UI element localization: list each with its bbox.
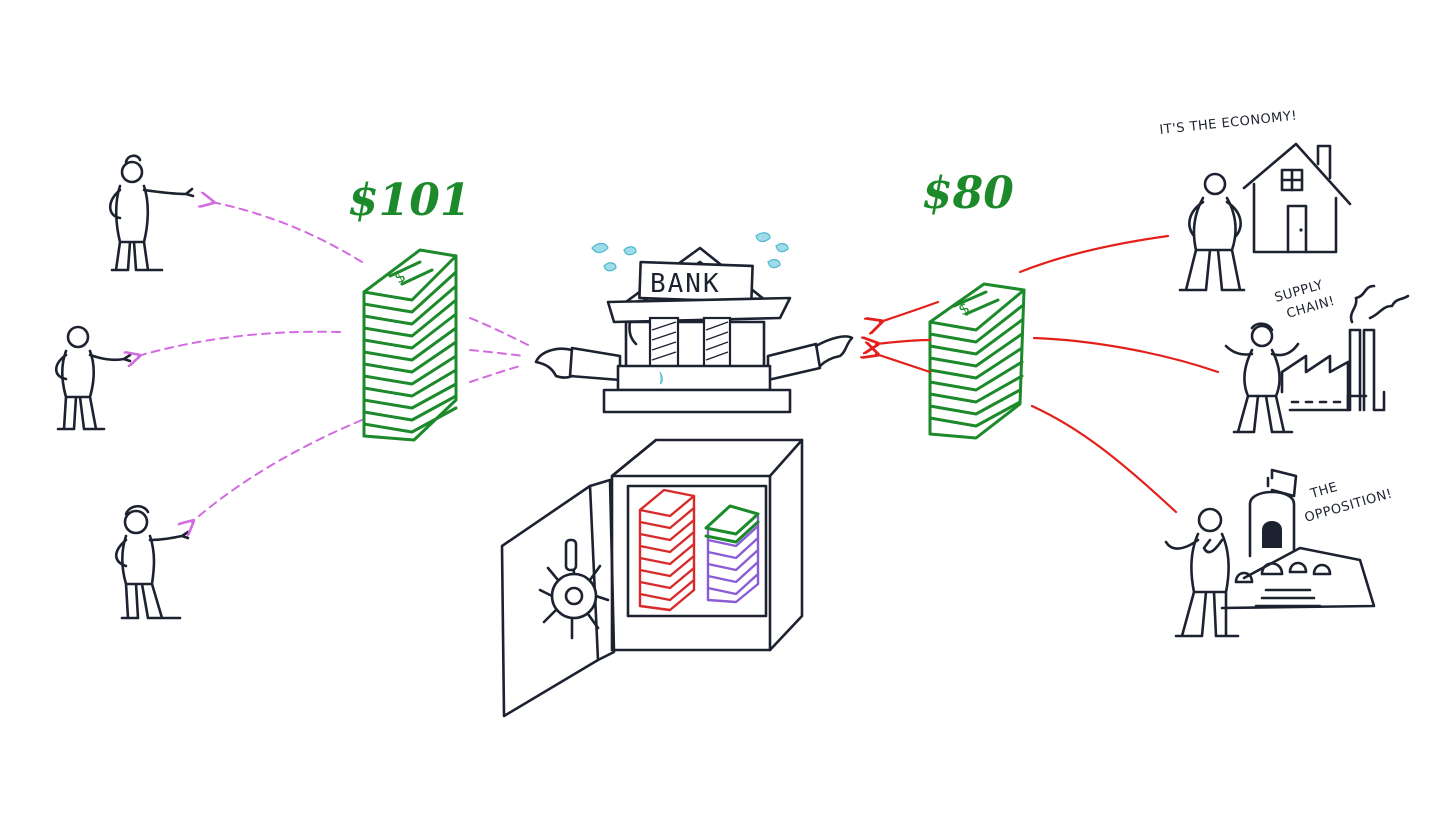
capitol-icon — [1220, 468, 1376, 610]
left-person-bottom — [114, 504, 190, 620]
person-icon — [1178, 172, 1246, 292]
right-person-supply-chain — [1224, 322, 1300, 434]
left-person-top — [108, 154, 195, 272]
factory-icon — [1280, 284, 1410, 412]
speech-opposition-line1: THE — [1308, 480, 1339, 502]
left-amount-label: $101 — [348, 175, 470, 226]
right-person-economy — [1178, 172, 1246, 292]
sweat-drop-icon — [591, 232, 789, 385]
person-icon — [1224, 322, 1300, 434]
right-money-stack: $ — [928, 282, 1026, 440]
left-money-stack: $ — [362, 248, 458, 442]
bank: BANK — [534, 232, 854, 414]
money-stack-icon: $ — [362, 248, 458, 442]
left-person-middle — [54, 325, 132, 431]
person-icon — [54, 325, 132, 431]
outflow-arrows — [138, 202, 531, 522]
capitol — [1220, 468, 1376, 610]
svg-text:$: $ — [955, 298, 973, 320]
factory — [1280, 284, 1410, 412]
person-icon — [108, 154, 195, 272]
right-person-opposition — [1164, 507, 1240, 638]
person-icon — [114, 504, 190, 620]
house-icon — [1242, 142, 1352, 254]
speech-economy: IT'S THE ECONOMY! — [1159, 109, 1298, 138]
bank-icon: BANK — [534, 232, 854, 414]
bank-sign-text: BANK — [650, 269, 721, 299]
right-amount-label: $80 — [922, 168, 1014, 219]
house — [1242, 142, 1352, 254]
inflow-arrows — [876, 234, 1220, 514]
safe-icon — [500, 438, 804, 718]
person-icon — [1164, 507, 1240, 638]
safe — [500, 438, 804, 718]
money-stack-icon: $ — [928, 282, 1026, 440]
